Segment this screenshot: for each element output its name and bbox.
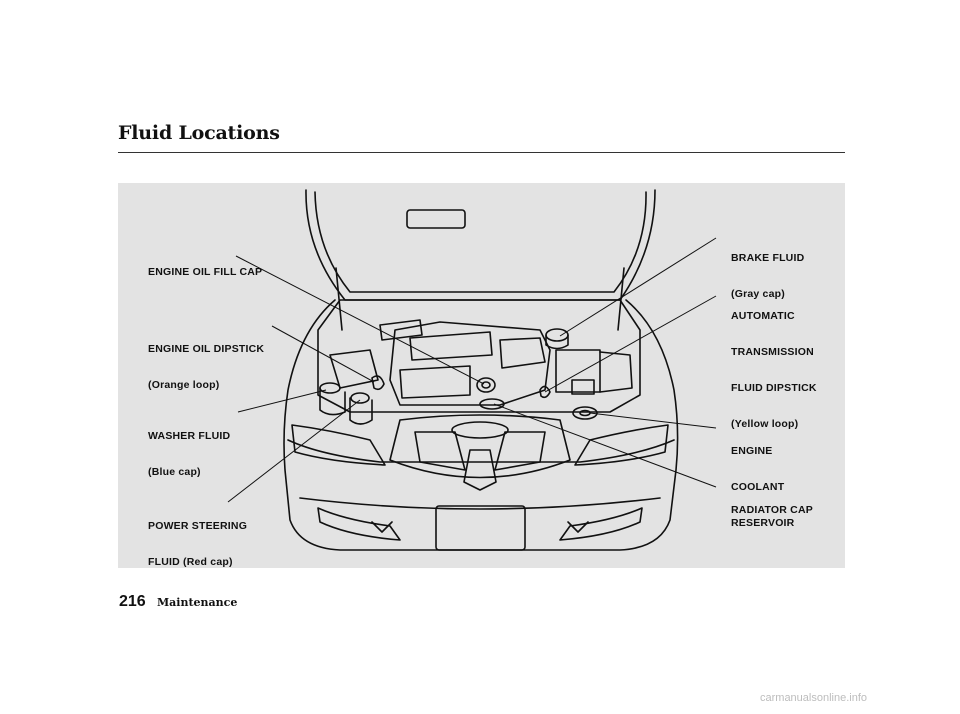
label-engine-oil-fill-cap: ENGINE OIL FILL CAP bbox=[148, 242, 262, 290]
label-power-steering-fluid: POWER STEERING FLUID (Red cap) bbox=[148, 496, 247, 580]
leader-radiator-cap bbox=[494, 404, 716, 487]
grille-emblem bbox=[464, 450, 496, 490]
label-note: (Orange loop) bbox=[148, 379, 264, 391]
page-number: 216 bbox=[119, 593, 146, 611]
hood-emblem bbox=[407, 210, 465, 228]
label-note: (Blue cap) bbox=[148, 466, 230, 478]
hood-outline bbox=[306, 190, 655, 300]
label-text: BRAKE FLUID bbox=[731, 252, 804, 264]
power-steering-cap bbox=[351, 393, 369, 403]
label-text: ENGINE OIL FILL CAP bbox=[148, 266, 262, 278]
label-washer-fluid: WASHER FLUID (Blue cap) bbox=[148, 406, 230, 490]
label-text: TRANSMISSION bbox=[731, 346, 817, 358]
car-body-outline bbox=[284, 300, 678, 550]
label-text: POWER STEERING bbox=[148, 520, 247, 532]
section-name: Maintenance bbox=[157, 596, 237, 609]
leader-brake-fluid bbox=[560, 238, 716, 336]
label-text: FLUID DIPSTICK bbox=[731, 382, 817, 394]
license-plate bbox=[436, 506, 525, 550]
right-headlight bbox=[575, 425, 668, 465]
left-foglight bbox=[318, 508, 400, 540]
label-text: WASHER FLUID bbox=[148, 430, 230, 442]
leader-power-steering bbox=[228, 400, 360, 502]
label-radiator-cap: RADIATOR CAP bbox=[731, 480, 813, 528]
leader-atf-dipstick bbox=[545, 296, 716, 392]
label-text: AUTOMATIC bbox=[731, 310, 817, 322]
leader-oil-dipstick bbox=[272, 326, 374, 382]
label-engine-oil-dipstick: ENGINE OIL DIPSTICK (Orange loop) bbox=[148, 319, 264, 403]
brake-fluid-cap bbox=[546, 329, 568, 341]
label-text: ENGINE OIL DIPSTICK bbox=[148, 343, 264, 355]
label-atf-dipstick: AUTOMATIC TRANSMISSION FLUID DIPSTICK (Y… bbox=[731, 286, 817, 442]
right-foglight bbox=[560, 508, 642, 540]
washer-cap bbox=[320, 383, 340, 393]
footer-watermark[interactable]: carmanualsonline.info bbox=[760, 692, 867, 704]
leader-oil-fill-cap bbox=[236, 256, 484, 384]
leader-coolant bbox=[590, 413, 716, 428]
left-headlight bbox=[292, 425, 385, 465]
oil-fill-cap bbox=[477, 378, 495, 392]
radiator-cap-shape bbox=[480, 399, 504, 409]
label-text: ENGINE bbox=[731, 445, 794, 457]
label-text: FLUID (Red cap) bbox=[148, 556, 247, 568]
label-text: RADIATOR CAP bbox=[731, 504, 813, 516]
